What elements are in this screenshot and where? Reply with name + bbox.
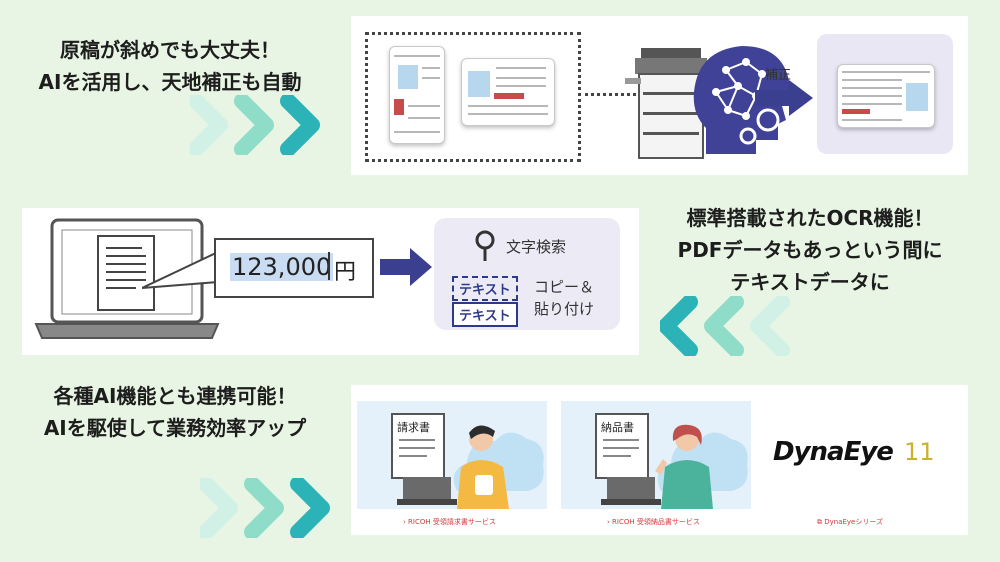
chevron-right-icon: [200, 478, 330, 538]
service-card-delivery[interactable]: 納品書 › RICOH 受領納品書サービス: [561, 401, 751, 527]
laptop-small-icon: [397, 477, 457, 505]
callout-pointer: [142, 251, 219, 289]
chevron-right-icon: ›: [403, 518, 409, 526]
section2-caption: 標準搭載されたOCR機能！ PDFデータもあっという間に テキストデータに: [640, 202, 980, 298]
section3-panel: 請求書 › RICOH 受領請求書サービス 納品書: [351, 385, 968, 535]
laptop-small-icon: [601, 477, 661, 505]
service-card-dynaeye[interactable]: DynaEye 11 ⧉ DynaEyeシリーズ: [765, 401, 955, 527]
text-search-box: 文字検索 テキスト テキスト コピー＆ 貼り付け: [434, 218, 620, 330]
service-link-delivery[interactable]: › RICOH 受領納品書サービス: [607, 517, 700, 527]
text-tag-solid: テキスト: [452, 302, 518, 327]
service-link-invoice[interactable]: › RICOH 受領請求書サービス: [403, 517, 496, 527]
multifunction-printer-icon: [625, 48, 707, 159]
person-illustration: [655, 424, 713, 509]
section1-caption-line1: 原稿が斜めでも大丈夫！: [60, 38, 280, 62]
corrected-result-box: [817, 34, 953, 154]
delivery-document: 納品書: [595, 413, 649, 479]
section2-panel: 123,000 円 文字検索 テキスト テキスト コピー＆ 貼り付け: [22, 208, 639, 355]
section1-panel: 補正: [351, 16, 968, 175]
search-icon: [475, 230, 495, 261]
ai-brain-head-icon: [693, 46, 790, 154]
ocr-unit: 円: [334, 260, 357, 285]
search-label: 文字検索: [506, 238, 567, 256]
invoice-document: 請求書: [391, 413, 445, 479]
copy-paste-line1: コピー＆: [534, 278, 595, 296]
section3-caption: 各種AI機能とも連携可能！ AIを駆使して業務効率アップ: [0, 380, 350, 444]
section1-caption: 原稿が斜めでも大丈夫！ AIを活用し、天地補正も自動: [0, 34, 340, 98]
section2-caption-line2: PDFデータもあっという間に: [677, 238, 943, 262]
copy-paste-label: コピー＆ 貼り付け: [534, 276, 594, 320]
connector-dotted-line: [578, 93, 648, 96]
person-illustration: [457, 425, 509, 509]
arrow-right-icon: [380, 248, 432, 286]
delivery-label: 納品書: [601, 421, 634, 434]
ocr-callout-box: 123,000 円: [214, 238, 374, 298]
section2-caption-line1: 標準搭載されたOCR機能！: [686, 206, 934, 230]
text-tag-dashed: テキスト: [452, 276, 518, 301]
external-link-icon: ⧉: [817, 518, 825, 526]
scan-area-frame: [365, 32, 581, 162]
copy-paste-line2: 貼り付け: [534, 300, 595, 318]
service2-label: RICOH 受領納品書サービス: [612, 518, 700, 526]
chevron-right-icon: ›: [607, 518, 613, 526]
section1-caption-line2: AIを活用し、天地補正も自動: [38, 70, 302, 94]
chevron-right-icon: [190, 95, 320, 155]
logo-version: 11: [904, 438, 935, 466]
section3-caption-line2: AIを駆使して業務効率アップ: [43, 416, 307, 440]
chevron-left-icon: [660, 296, 790, 356]
dynaeye-logo: DynaEye 11: [773, 437, 935, 467]
invoice-label: 請求書: [397, 421, 430, 434]
service-link-dynaeye[interactable]: ⧉ DynaEyeシリーズ: [817, 517, 883, 527]
laptop-icon: [34, 218, 220, 339]
id-card-corrected: [837, 64, 935, 128]
ocr-number: 123,000: [230, 253, 334, 281]
service3-label: DynaEyeシリーズ: [824, 518, 884, 526]
service-card-invoice[interactable]: 請求書 › RICOH 受領請求書サービス: [357, 401, 547, 527]
service1-label: RICOH 受領請求書サービス: [408, 518, 496, 526]
id-card-rotated-left: [389, 46, 445, 144]
text-cursor-icon: [328, 252, 333, 280]
section2-caption-line3: テキストデータに: [730, 270, 890, 294]
id-card-upside-down: [461, 58, 555, 126]
section3-caption-line1: 各種AI機能とも連携可能！: [53, 384, 297, 408]
arrow-right-icon: [755, 80, 813, 116]
correction-label: 補正: [765, 68, 792, 83]
logo-text: DynaEye: [773, 437, 894, 467]
